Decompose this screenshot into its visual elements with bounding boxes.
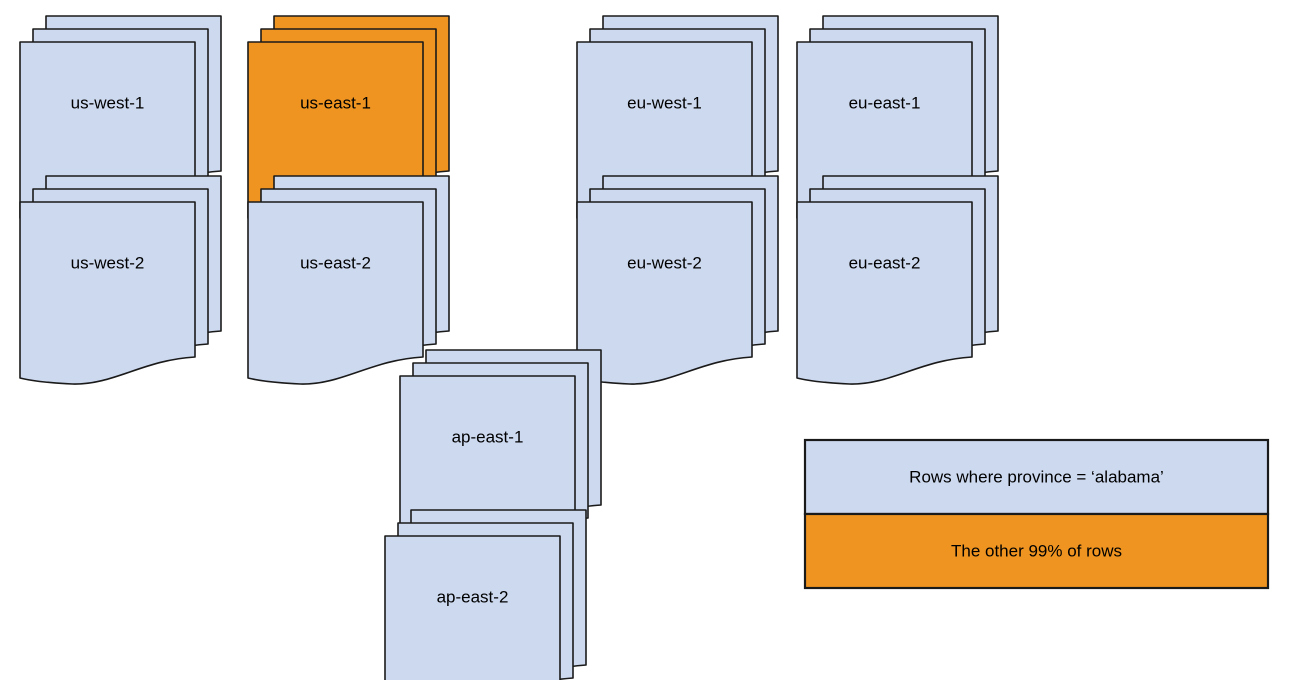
data-stack-us-west-2[interactable]: us-west-2 bbox=[19, 175, 222, 385]
stack-card-front bbox=[384, 535, 561, 680]
stack-card-front bbox=[19, 201, 196, 385]
legend-row-alabama[interactable]: Rows where province = ‘alabama’ bbox=[803, 438, 1270, 516]
stack-label-eu-east-2: eu-east-2 bbox=[849, 253, 921, 272]
stack-label-us-east-2: us-east-2 bbox=[300, 253, 371, 272]
stack-label-us-west-1: us-west-1 bbox=[71, 93, 145, 112]
data-stack-ap-east-2[interactable]: ap-east-2 bbox=[384, 509, 587, 680]
legend-swatch-highlight bbox=[803, 512, 1270, 590]
stacks-layer: us-west-1 us-east-1 eu-west-1 eu-east-1 us-w… bbox=[19, 15, 999, 680]
legend: Rows where province = ‘alabama’ The other… bbox=[803, 438, 1270, 590]
stack-label-eu-east-1: eu-east-1 bbox=[849, 93, 921, 112]
data-stack-eu-west-2[interactable]: eu-west-2 bbox=[576, 175, 779, 385]
stack-label-us-east-1: us-east-1 bbox=[300, 93, 371, 112]
legend-label-0: Rows where province = ‘alabama’ bbox=[909, 467, 1164, 486]
legend-label-1: The other 99% of rows bbox=[951, 541, 1122, 560]
stack-label-ap-east-1: ap-east-1 bbox=[452, 427, 524, 446]
stack-card-front bbox=[796, 201, 973, 385]
stack-label-eu-west-1: eu-west-1 bbox=[627, 93, 702, 112]
stack-label-ap-east-2: ap-east-2 bbox=[437, 587, 509, 606]
data-stack-us-east-2[interactable]: us-east-2 bbox=[247, 175, 450, 385]
stack-label-us-west-2: us-west-2 bbox=[71, 253, 145, 272]
stack-card-front bbox=[247, 201, 424, 385]
data-stack-eu-east-2[interactable]: eu-east-2 bbox=[796, 175, 999, 385]
legend-row-other[interactable]: The other 99% of rows bbox=[803, 512, 1270, 590]
legend-swatch-normal bbox=[803, 438, 1270, 516]
stack-card-front bbox=[576, 201, 753, 385]
stack-label-eu-west-2: eu-west-2 bbox=[627, 253, 702, 272]
data-stack-eu-east-1[interactable]: eu-east-1 bbox=[796, 15, 999, 225]
legend-layer: Rows where province = ‘alabama’ The other… bbox=[803, 438, 1270, 590]
